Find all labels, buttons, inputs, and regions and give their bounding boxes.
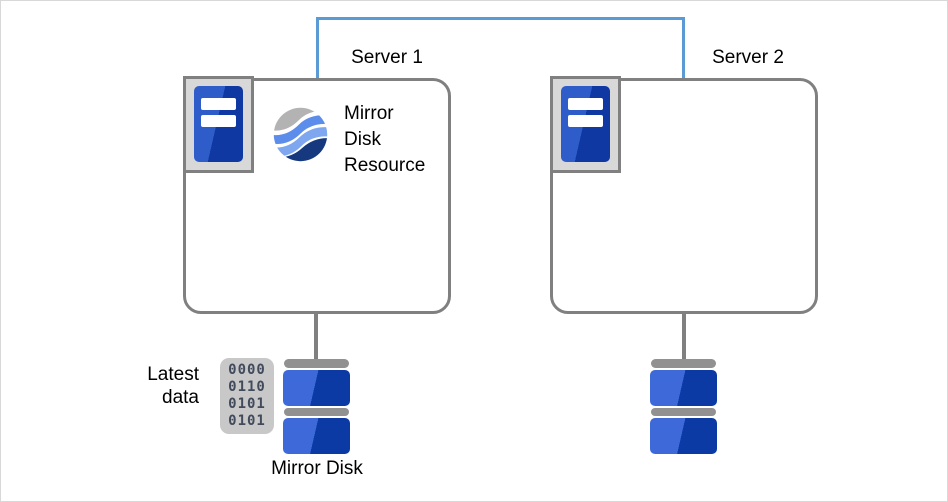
disk-platter bbox=[650, 418, 717, 454]
latest-data-line: Latest bbox=[147, 364, 199, 385]
server1-label: Server 1 bbox=[351, 47, 423, 68]
server2-mirror-disk-icon bbox=[650, 359, 717, 456]
disk-cap bbox=[651, 359, 716, 368]
server-drive-slot bbox=[201, 115, 236, 127]
disk-cap bbox=[284, 408, 349, 416]
disk-platter bbox=[283, 370, 350, 406]
binary-row: 0101 bbox=[228, 396, 266, 412]
server2-disk-connector bbox=[682, 311, 686, 361]
latest-data-line: data bbox=[162, 387, 199, 408]
resource-label-line: Disk bbox=[344, 129, 381, 150]
binary-data-block-icon: 0000 0110 0101 0101 bbox=[220, 358, 274, 434]
server-tower-icon bbox=[194, 86, 243, 162]
disk-platter bbox=[650, 370, 717, 406]
server-drive-slot bbox=[201, 98, 236, 110]
server-interconnect-line bbox=[316, 17, 685, 78]
server-tower-icon bbox=[561, 86, 610, 162]
server1-icon bbox=[183, 76, 254, 173]
binary-row: 0101 bbox=[228, 413, 266, 429]
server-drive-slot bbox=[568, 98, 603, 110]
disk-cap bbox=[284, 359, 349, 368]
disk-platter bbox=[283, 418, 350, 454]
resource-label-line: Resource bbox=[344, 155, 426, 176]
latest-data-label: Latest data bbox=[99, 363, 199, 409]
server2-icon bbox=[550, 76, 621, 173]
resource-label-line: Mirror bbox=[344, 103, 394, 124]
mirror-disk-resource-icon bbox=[273, 107, 328, 162]
server1-disk-connector bbox=[314, 311, 318, 361]
server2-label: Server 2 bbox=[712, 47, 784, 68]
binary-row: 0000 bbox=[228, 362, 266, 378]
mirror-disk-resource-label: Mirror Disk Resource bbox=[344, 101, 425, 179]
disk-cap bbox=[651, 408, 716, 416]
server-drive-slot bbox=[568, 115, 603, 127]
server1-mirror-disk-icon bbox=[283, 359, 350, 456]
mirror-disk-label: Mirror Disk bbox=[271, 458, 363, 479]
binary-row: 0110 bbox=[228, 379, 266, 395]
